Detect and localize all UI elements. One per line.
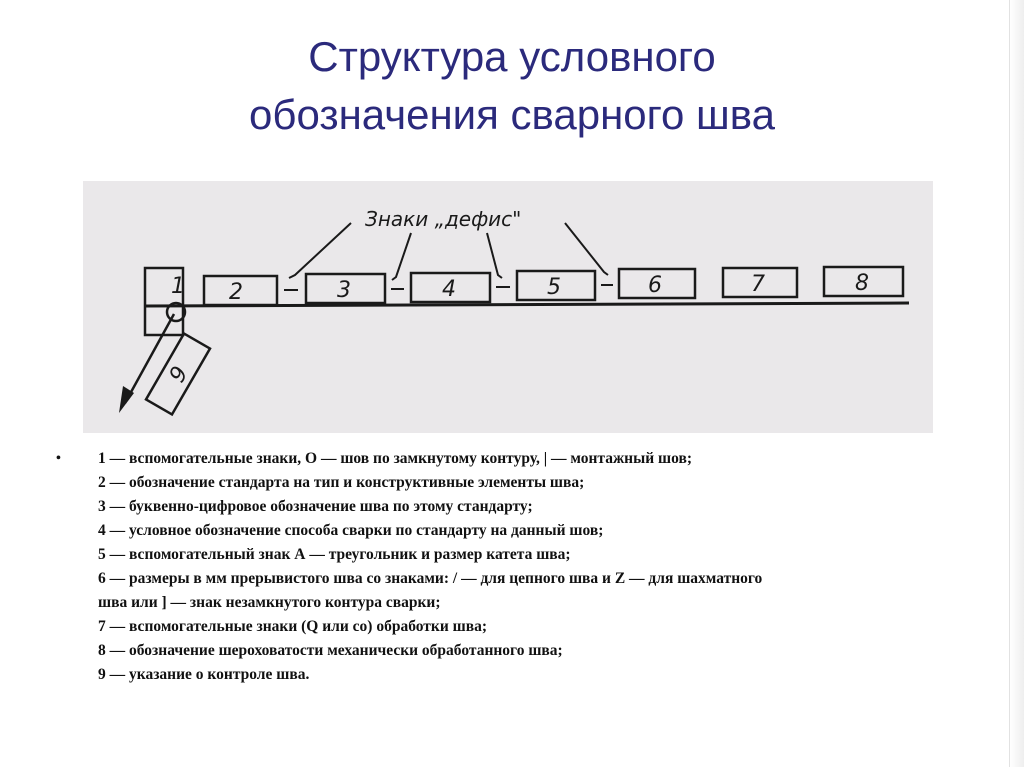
legend-line-6-cont: шва или ] — знак незамкнутого контура св… [98, 594, 441, 611]
slide-title-line-2: обозначения сварного шва [249, 91, 775, 138]
hyphen-signs-caption: Знаки „дефис" [365, 207, 521, 231]
slide-title-line-1: Структура условного [308, 33, 716, 80]
box-3-label: 3 [337, 278, 351, 303]
box-2 [202, 274, 279, 307]
legend-line-5: 5 — вспомогательный знак А — треугольник… [98, 546, 571, 563]
box-1-label: 1 [171, 274, 185, 299]
hyphen-leader-1 [288, 222, 352, 279]
box-9-frame [144, 331, 212, 417]
box-4-label: 4 [442, 277, 456, 302]
legend-line-9: 9 — указание о контроле шва. [98, 666, 310, 683]
hyphen-leader-4 [564, 222, 609, 276]
box-1 [143, 266, 185, 337]
slide-frame-edge [1009, 0, 1024, 767]
box-2-label: 2 [229, 280, 243, 305]
legend-line-2: 2 — обозначение стандарта на тип и конст… [98, 474, 585, 491]
box-7 [721, 266, 799, 299]
box-8-label: 8 [855, 271, 869, 296]
box-6 [617, 267, 697, 300]
leader-line [123, 313, 176, 404]
hyphen-leader-2 [391, 232, 412, 281]
box-5 [515, 269, 597, 302]
legend-bullet: • [56, 451, 61, 466]
box-8 [822, 265, 905, 298]
diagram-drawing: 1 2 3 4 5 6 7 8 Знаки „дефис" [119, 207, 910, 417]
legend-line-1: 1 — вспомогательные знаки, О — шов по за… [98, 450, 693, 467]
legend-line-4: 4 — условное обозначение способа сварки … [98, 522, 604, 539]
legend-line-7: 7 — вспомогательные знаки (Q или со) обр… [98, 618, 488, 635]
box-3 [304, 272, 387, 305]
weld-symbol-diagram: 1 2 3 4 5 6 7 8 Знаки „дефис" [83, 181, 933, 433]
arrowhead-icon [119, 386, 134, 413]
hyphen-leader-3 [486, 232, 503, 279]
box-6-label: 6 [648, 273, 662, 298]
legend-lines: 1 — вспомогательные знаки, О — шов по за… [98, 447, 978, 687]
legend-line-3: 3 — буквенно-цифровое обозначение шва по… [98, 498, 533, 515]
box-7-label: 7 [751, 272, 765, 297]
legend-line-6: 6 — размеры в мм прерывистого шва со зна… [98, 570, 763, 587]
legend-line-8: 8 — обозначение шероховатости механическ… [98, 642, 563, 659]
closed-contour-circle [165, 301, 187, 323]
box-4 [409, 271, 492, 304]
box-5-label: 5 [547, 275, 561, 300]
slide-title: Структура условного обозначения сварного… [0, 28, 1024, 144]
